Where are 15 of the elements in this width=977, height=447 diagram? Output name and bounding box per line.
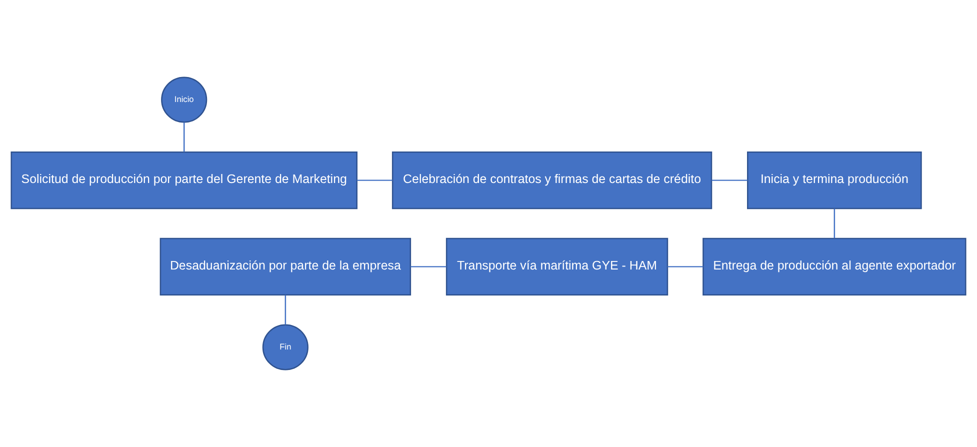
node-box: Desaduanización por parte de la empresa: [160, 238, 412, 296]
node-box: Solicitud de producción por parte del Gerente de Marketing: [10, 151, 358, 210]
connector: [284, 295, 286, 325]
node-box: Inicia y termina producción: [747, 151, 922, 210]
node-box: Celebración de contratos y firmas de cartas de crédito: [392, 151, 712, 210]
node-circle: Inicio: [161, 76, 208, 123]
connector: [712, 180, 748, 181]
connector: [356, 180, 392, 181]
node-circle: Fin: [262, 324, 308, 370]
connector: [668, 266, 704, 268]
connector: [183, 122, 185, 152]
connector: [410, 266, 446, 268]
node-box: Transporte vía marítima GYE - HAM: [446, 238, 668, 296]
connector: [834, 208, 836, 238]
node-box: Entrega de producción al agente exportador: [702, 238, 966, 296]
